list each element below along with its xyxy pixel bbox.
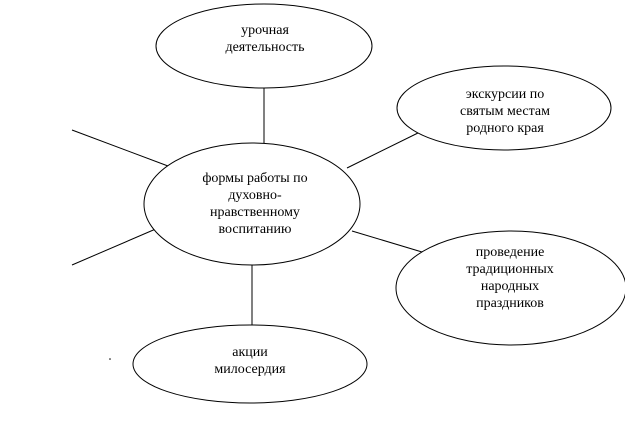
node-holidays-label: проведение традиционных народных праздни… (466, 245, 554, 311)
node-excursion-ellipse (396, 65, 612, 151)
connector-excursion (346, 130, 423, 169)
node-lessons-label: урочная деятельность (225, 23, 305, 55)
node-lessons-ellipse (155, 3, 373, 89)
connector-left-lower (71, 227, 159, 266)
node-charity-label: акции милосердия (214, 345, 286, 377)
node-center-ellipse (143, 142, 361, 266)
node-excursion-label: экскурсии по святым местам родного края (460, 87, 550, 136)
node-charity-ellipse (132, 324, 368, 404)
dot-mark (109, 358, 111, 360)
connector-left-upper (71, 129, 169, 167)
node-center-label: формы работы по духовно- нравственному в… (202, 171, 308, 237)
connector-holidays (351, 230, 423, 253)
node-holidays-ellipse (395, 230, 625, 346)
